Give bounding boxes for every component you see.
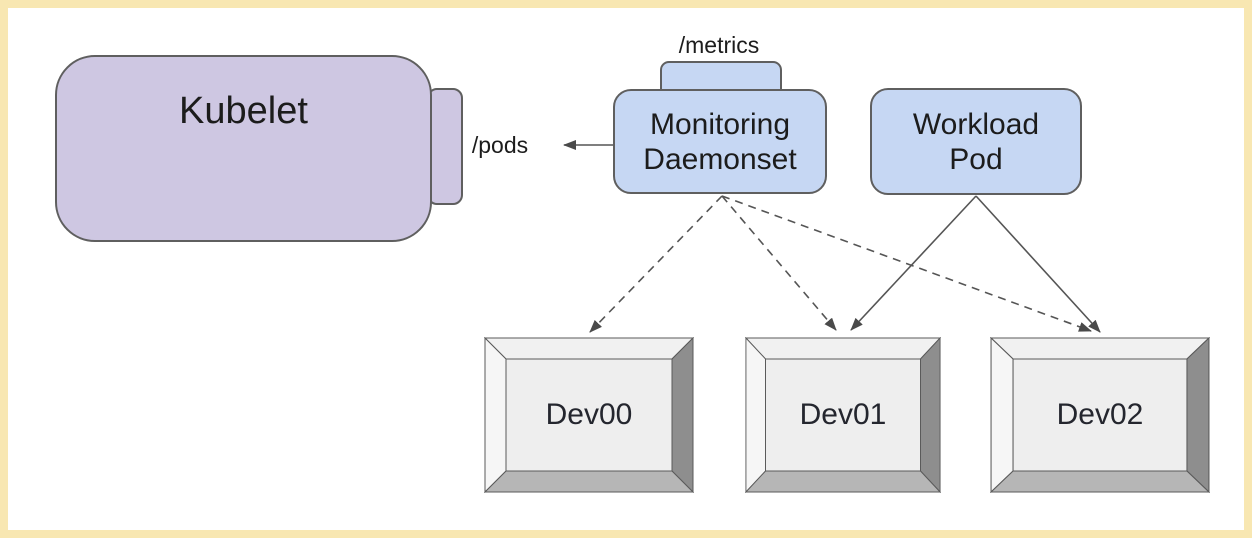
diagram-canvas: Kubelet /pods /metrics Monitoring Daemon… <box>8 8 1244 530</box>
node-monitoring-daemonset: Monitoring Daemonset <box>613 89 827 194</box>
device-dev02: Dev02 <box>990 337 1210 493</box>
device-bevel-frame <box>484 337 694 493</box>
edge-workload-to-dev01 <box>850 195 977 331</box>
monitoring-daemonset-label: Monitoring Daemonset <box>643 107 797 176</box>
device-bevel-frame <box>745 337 941 493</box>
edge-workload-to-dev02 <box>975 195 1101 333</box>
edge-daemonset-to-dev00 <box>589 195 723 333</box>
workload-pod-label: Workload Pod <box>912 107 1040 176</box>
device-dev00: Dev00 <box>484 337 694 493</box>
device-label: Dev01 <box>799 398 887 431</box>
device-bevel-frame <box>990 337 1210 493</box>
node-workload-pod: Workload Pod <box>870 88 1082 195</box>
metrics-endpoint-label: /metrics <box>678 32 760 58</box>
edge-daemonset-to-dev02 <box>721 195 1092 332</box>
device-label: Dev02 <box>1056 398 1144 431</box>
device-dev01: Dev01 <box>745 337 941 493</box>
edge-daemonset-to-dev01 <box>721 195 837 331</box>
device-label: Dev00 <box>545 398 633 431</box>
kubelet-label: Kubelet <box>179 90 308 132</box>
node-kubelet: Kubelet <box>55 55 432 242</box>
pods-endpoint-label: /pods <box>471 132 529 158</box>
